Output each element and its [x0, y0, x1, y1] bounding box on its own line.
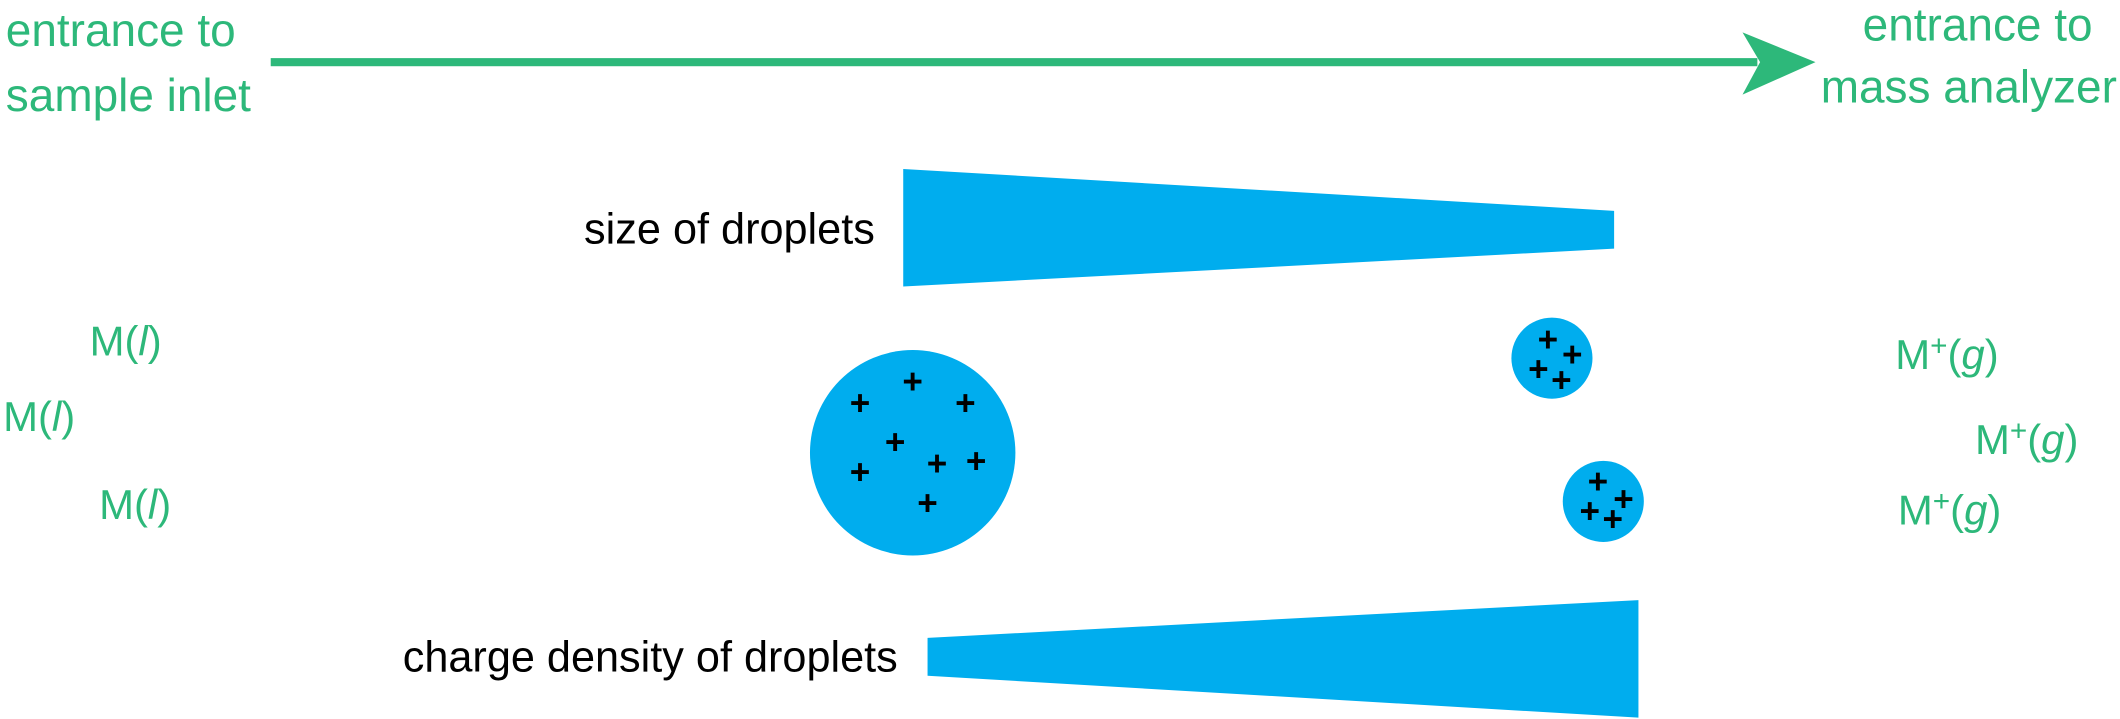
gas-ions: M+(g) M+(g) M+(g) — [1895, 329, 2078, 533]
gas-ion-label: M+(g) — [1898, 485, 2001, 534]
charges: + + + + + + + + + + + + + + + + — [850, 320, 1634, 539]
arrow-head-icon — [1742, 32, 1816, 95]
charge-plus: + — [885, 423, 906, 462]
charge-plus: + — [850, 453, 871, 492]
charge-plus: + — [1538, 320, 1559, 359]
size-wedge — [903, 168, 1615, 287]
start-label-line1: entrance to — [6, 4, 236, 56]
charge-plus: + — [1588, 462, 1609, 501]
charge-plus: + — [955, 384, 976, 423]
liquid-analyte-label: M(l) — [99, 481, 171, 528]
gas-ion-label: M+(g) — [1975, 415, 2078, 464]
liquid-analyte-label: M(l) — [3, 393, 75, 440]
start-label-line2: sample inlet — [6, 69, 251, 121]
gas-ion-label: M+(g) — [1895, 329, 1998, 378]
charge-plus: + — [1562, 335, 1583, 374]
charge-plus: + — [902, 362, 923, 401]
charge-plus: + — [850, 384, 871, 423]
charge-wedge — [927, 600, 1639, 718]
charge-wedge-label: charge density of droplets — [403, 634, 898, 682]
small-droplet — [1511, 317, 1593, 399]
liquid-analyte-label: M(l) — [90, 317, 162, 364]
charge-plus: + — [1528, 350, 1549, 389]
direction-arrow — [270, 32, 1816, 95]
large-droplet — [809, 350, 1016, 556]
charge-plus: + — [966, 442, 987, 481]
charge-plus: + — [1551, 361, 1572, 400]
liquid-analytes: M(l) M(l) M(l) — [3, 317, 171, 528]
charge-plus: + — [1613, 480, 1634, 519]
arrow-shaft — [270, 58, 1758, 67]
charge-plus: + — [927, 445, 948, 484]
charge-plus: + — [917, 484, 938, 523]
charge-plus: + — [1580, 492, 1601, 531]
small-droplet — [1562, 460, 1644, 542]
end-label-line2: mass analyzer — [1821, 61, 2117, 113]
charge-plus: + — [1603, 500, 1624, 539]
end-label-line1: entrance to — [1863, 0, 2093, 51]
size-wedge-label: size of droplets — [584, 205, 875, 253]
